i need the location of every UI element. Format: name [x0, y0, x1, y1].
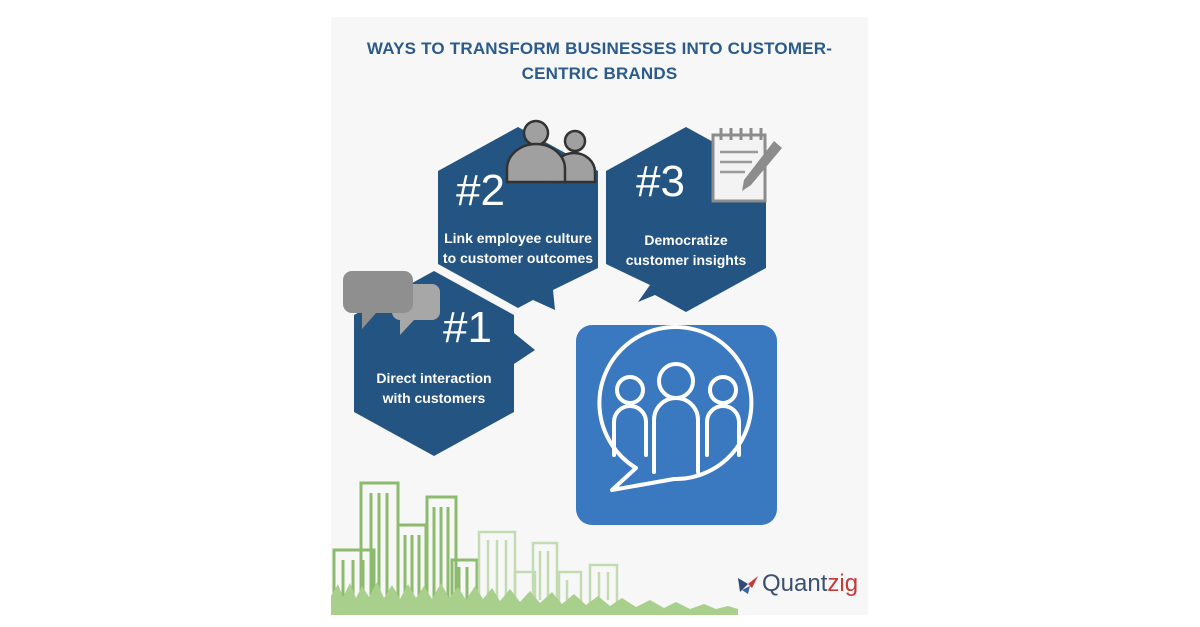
hexagon-2-label-line-1: Link employee culture: [444, 230, 592, 246]
quantzig-logo-icon: [738, 576, 758, 594]
hexagon-3-label-line-1: Democratize: [644, 232, 728, 248]
hexagon-1-label-line-2: with customers: [382, 390, 486, 406]
hexagon-3-label: Democratize customer insights: [606, 230, 766, 270]
title-line-2: CENTRIC BRANDS: [521, 64, 678, 83]
community-chat-icon: [597, 325, 754, 492]
brand-name-part-2: zig: [827, 570, 859, 597]
hexagon-1-number: #1: [443, 303, 492, 352]
title-line-1: WAYS TO TRANSFORM BUSINESSES INTO CUSTOM…: [366, 39, 833, 58]
hexagon-2-number: #2: [456, 166, 505, 215]
city-skyline-faded: [477, 530, 619, 610]
two-people-icon: [505, 119, 597, 184]
hexagon-3-number: #3: [636, 157, 685, 206]
hexagon-2-label-line-2: to customer outcomes: [442, 250, 594, 266]
speech-bubbles-icon: [343, 271, 440, 335]
hexagon-2-label: Link employee culture to customer outcom…: [438, 228, 598, 268]
hexagon-3-label-line-2: customer insights: [625, 252, 747, 268]
infographic-title: WAYS TO TRANSFORM BUSINESSES INTO CUSTOM…: [331, 36, 868, 86]
quantzig-logo: Quantzig: [736, 570, 858, 598]
grass: [331, 582, 738, 615]
notepad-pencil-icon: [711, 128, 782, 203]
brand-name: Quantzig: [762, 570, 858, 598]
hexagon-1-label: Direct interaction with customers: [354, 368, 514, 408]
brand-name-part-1: Quant: [762, 570, 828, 597]
hexagon-1-label-line-1: Direct interaction: [376, 370, 492, 386]
